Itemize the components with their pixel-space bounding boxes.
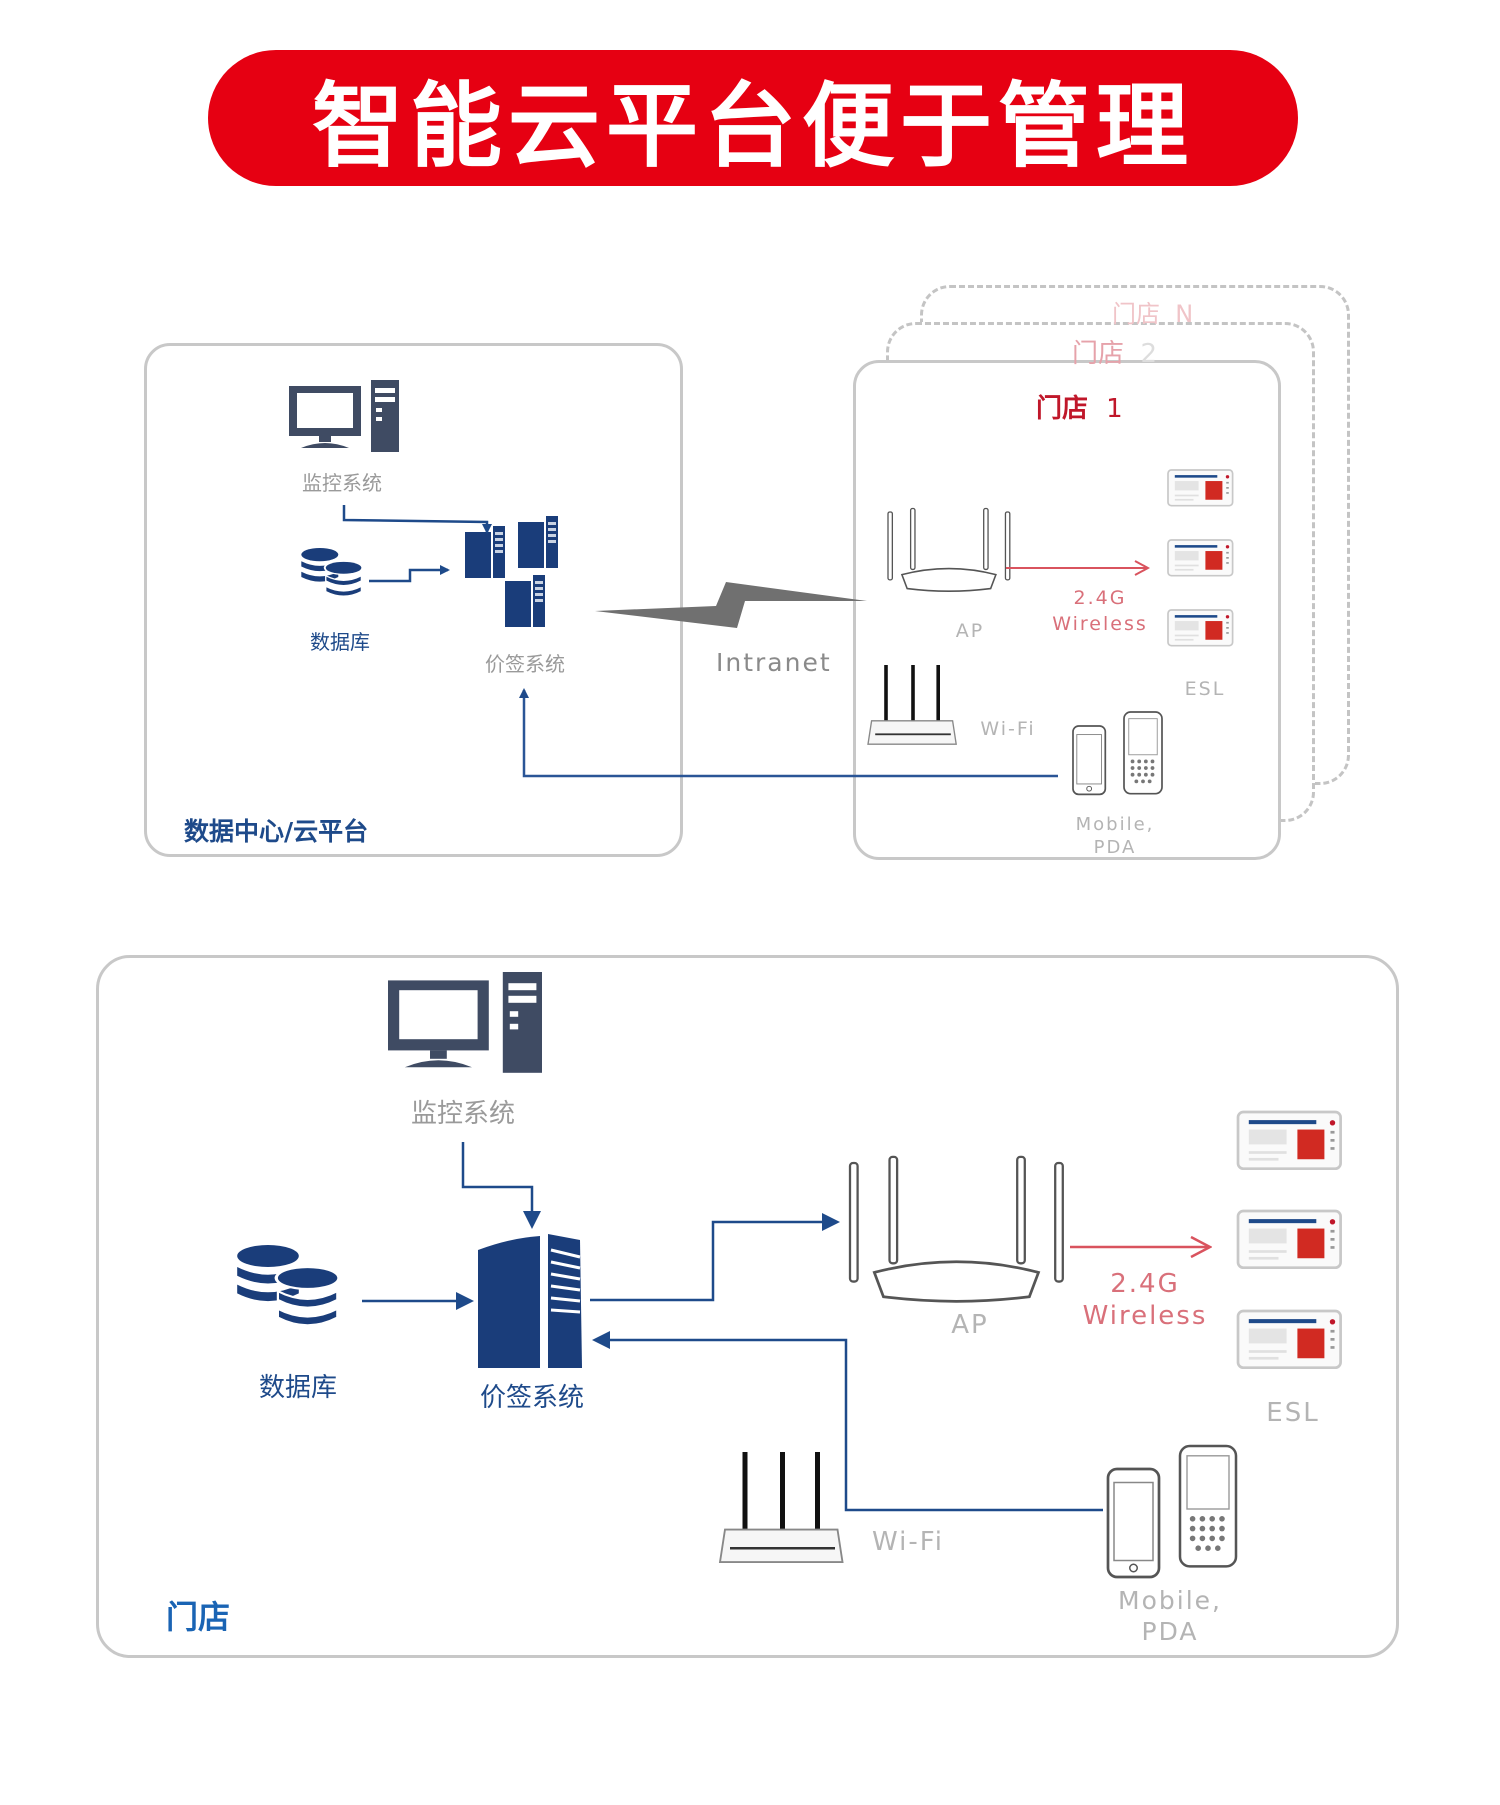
bottom-monitor-label: 监控系统: [410, 1099, 515, 1129]
top-mobile-label: Mobile, PDA: [1075, 814, 1155, 858]
store-2-title: 门店 2: [1072, 339, 1158, 369]
bottom-ap-label: AP: [951, 1310, 989, 1340]
top-wifi-label: Wi-Fi: [980, 718, 1036, 740]
bottom-mobile-phone-icon: [1106, 1467, 1161, 1579]
top-monitor-label: 监控系统: [302, 471, 382, 495]
top-wifi-router-icon: [867, 664, 957, 745]
top-price-server-icon: [465, 516, 558, 627]
top-mobile-to-price-arrow: [519, 688, 1058, 778]
top-database-to-price-arrow: [369, 565, 450, 583]
bottom-pda-icon: [1178, 1444, 1238, 1568]
datacenter-box: [144, 343, 683, 857]
bottom-mobile-to-price-arrow: [592, 1331, 1103, 1512]
top-ap-router-icon: [887, 507, 1011, 592]
store-n-title: 门店 N: [1112, 300, 1194, 328]
top-esl-label: ESL: [1184, 678, 1226, 700]
bottom-ap-router-icon: [848, 1155, 1065, 1303]
datacenter-title: 数据中心/云平台: [184, 817, 369, 846]
bottom-wifi-label: Wi-Fi: [871, 1527, 945, 1557]
bottom-price-server-icon: [478, 1234, 582, 1368]
top-monitor-pc-icon: [289, 380, 399, 452]
bottom-database-label: 数据库: [258, 1373, 337, 1403]
bottom-esl-icon-1: [1236, 1110, 1342, 1171]
intranet-lightning-icon: [595, 582, 867, 628]
bottom-database-icon: [236, 1243, 342, 1327]
bottom-esl-icon-2: [1236, 1209, 1342, 1270]
top-esl-icon-2: [1167, 539, 1234, 577]
bottom-wireless-label: 2.4G Wireless: [1082, 1269, 1208, 1331]
bottom-esl-label: ESL: [1266, 1398, 1320, 1428]
top-database-icon: [300, 547, 365, 597]
store-1-title: 门店 1: [1036, 394, 1123, 424]
title-banner: 智能云平台便于管理: [208, 50, 1298, 186]
store-title: 门店: [166, 1598, 231, 1636]
bottom-price-system-label: 价签系统: [479, 1383, 584, 1413]
top-mobile-phone-icon: [1072, 725, 1107, 796]
banner-title: 智能云平台便于管理: [311, 72, 1194, 180]
top-ap-label: AP: [955, 620, 985, 642]
bottom-monitor-to-price-arrow: [461, 1142, 541, 1229]
top-monitor-to-price-arrow: [342, 505, 492, 534]
bottom-esl-icon-3: [1236, 1309, 1342, 1370]
top-esl-icon-1: [1167, 469, 1234, 507]
top-wireless-label: 2.4G Wireless: [1052, 587, 1148, 635]
bottom-monitor-pc-icon: [387, 972, 542, 1073]
bottom-mobile-label: Mobile, PDA: [1118, 1586, 1222, 1646]
top-esl-icon-3: [1167, 609, 1234, 647]
top-pda-icon: [1123, 711, 1163, 795]
bottom-wifi-router-icon: [719, 1451, 844, 1563]
bottom-price-to-ap-arrow: [590, 1213, 840, 1302]
top-database-label: 数据库: [310, 630, 370, 654]
intranet-label: Intranet: [716, 648, 832, 677]
top-price-system-label: 价签系统: [485, 652, 565, 676]
